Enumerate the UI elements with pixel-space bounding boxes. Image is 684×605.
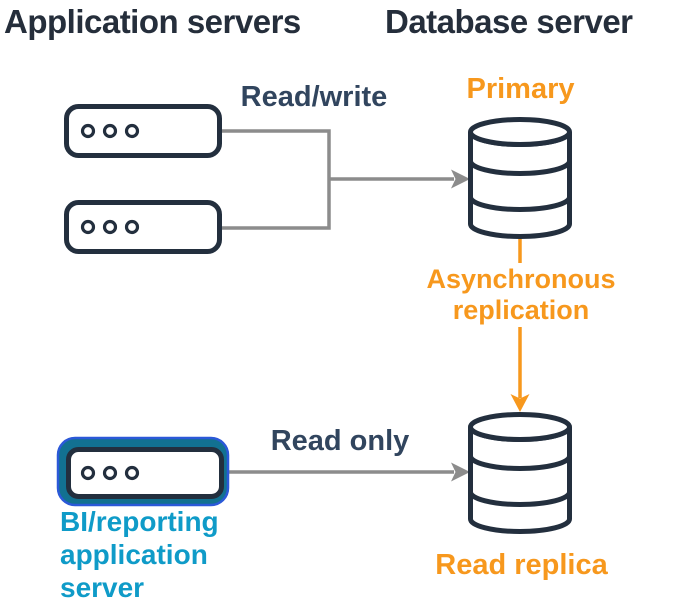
heading-application-servers: Application servers — [4, 3, 301, 40]
async-replication-label: Asynchronous replication — [403, 263, 639, 327]
bi-reporting-label-line2: application server — [60, 539, 208, 603]
primary-database-icon — [468, 117, 572, 239]
bi-reporting-server-icon — [56, 436, 230, 507]
read-replica-label: Read replica — [435, 549, 608, 581]
heading-database-server: Database server — [385, 3, 633, 40]
app-server-1-icon — [64, 104, 222, 158]
primary-label: Primary — [466, 73, 575, 105]
async-replication-label-line2: replication — [452, 295, 590, 325]
bi-reporting-label-line1: BI/reporting — [60, 506, 219, 537]
orange-arrowhead — [510, 394, 530, 412]
read-only-label: Read only — [270, 425, 410, 457]
bi-reporting-label: BI/reporting application server — [56, 506, 298, 603]
arrowhead-into-read-replica — [451, 462, 470, 482]
async-replication-label-line1: Asynchronous — [426, 264, 616, 294]
app-server-2-icon — [64, 200, 222, 254]
read-write-label: Read/write — [240, 81, 388, 113]
gray-connector-paths — [221, 129, 454, 474]
arrowhead-into-primary — [451, 169, 470, 189]
read-replica-database-icon — [468, 412, 572, 534]
